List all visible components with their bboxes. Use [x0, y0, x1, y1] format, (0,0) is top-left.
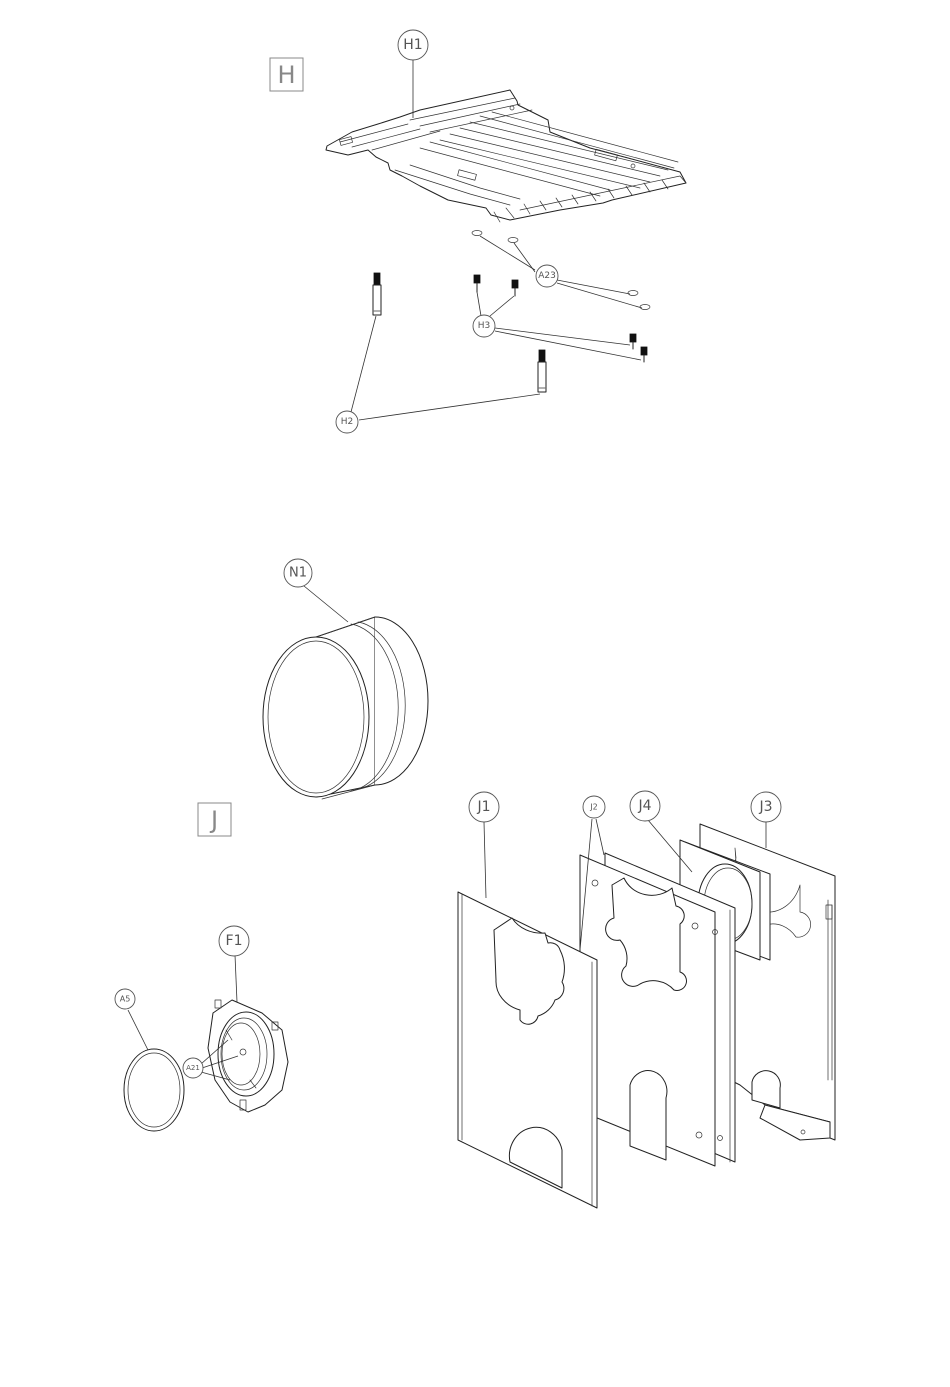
- callout-f1-text: F1: [226, 933, 243, 949]
- callout-h3: H3: [473, 315, 495, 337]
- callout-a23: A23: [536, 265, 558, 287]
- section-j-label: J: [198, 803, 231, 836]
- callout-j1: J1: [469, 792, 499, 822]
- callout-a21: A21: [183, 1058, 203, 1078]
- section-h-text: H: [277, 61, 295, 89]
- callout-h1-text: H1: [403, 37, 422, 53]
- section-h-label: H: [270, 58, 303, 91]
- callout-j4: J4: [630, 791, 660, 821]
- part-f1-flange: [208, 1000, 288, 1112]
- part-n1-duct-connector: [263, 617, 428, 799]
- part-h3-screws: [474, 275, 647, 362]
- part-j2-plates: [580, 853, 735, 1166]
- callout-j3-text: J3: [758, 799, 772, 815]
- part-a23-washers: [472, 231, 650, 310]
- callout-a5: A5: [115, 989, 135, 1009]
- callout-a5-text: A5: [120, 995, 131, 1004]
- part-h1-base-plate: [326, 90, 686, 222]
- callout-h3-text: H3: [478, 321, 491, 331]
- callout-a21-text: A21: [186, 1064, 200, 1072]
- callout-a23-text: A23: [538, 271, 556, 281]
- callout-n1-text: N1: [289, 566, 307, 581]
- callout-n1: N1: [284, 559, 348, 622]
- callout-f1: F1: [219, 926, 249, 956]
- callout-j2: J2: [583, 796, 605, 818]
- callout-j2-text: J2: [589, 803, 597, 812]
- callout-j1-text: J1: [476, 799, 490, 815]
- callout-h2-text: H2: [341, 417, 354, 427]
- callout-j3: J3: [751, 792, 781, 822]
- part-j1-plate: [458, 892, 597, 1208]
- part-h2-bolts: [373, 273, 546, 392]
- callout-j4-text: J4: [637, 798, 651, 814]
- callout-h1: H1: [398, 30, 428, 60]
- part-a5-gasket: [124, 1049, 184, 1131]
- callout-h2: H2: [336, 411, 358, 433]
- section-j-text: J: [209, 806, 218, 834]
